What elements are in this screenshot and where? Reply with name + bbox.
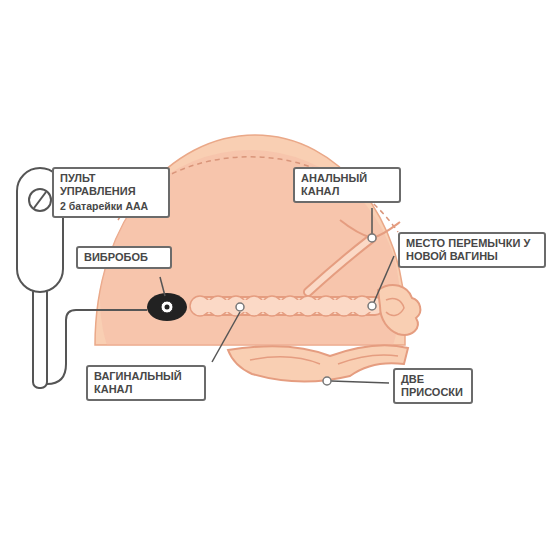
canal-core (194, 300, 382, 312)
callout-label: ВИБРОБОБ (84, 251, 164, 264)
vibro-bullet-center (161, 301, 173, 313)
leader-lines (160, 208, 394, 383)
callout-box: МЕСТО ПЕРЕМЫЧКИ У НОВОЙ ВАГИНЫ (398, 232, 546, 268)
callout-box: АНАЛЬНЫЙ КАНАЛ (293, 167, 401, 203)
callout-box: ВИБРОБОБ (76, 246, 172, 269)
callout-box: ВАГИНАЛЬНЫЙ КАНАЛ (86, 365, 206, 401)
anal-canal (308, 238, 372, 292)
callout-box: ПУЛЬТ УПРАВЛЕНИЯ 2 батарейки ААА (52, 167, 170, 218)
vibro-bullet-dot (165, 305, 170, 310)
suction-cup-rims (250, 355, 398, 364)
labia (378, 285, 420, 335)
vaginal-canal (190, 296, 384, 316)
callout-box: ДВЕ ПРИСОСКИ (393, 368, 473, 404)
callout-label: МЕСТО ПЕРЕМЫЧКИ У НОВОЙ ВАГИНЫ (406, 237, 538, 263)
callout-label: АНАЛЬНЫЙ КАНАЛ (301, 172, 393, 198)
vibro-bullet (147, 293, 187, 321)
remote-handle (33, 286, 47, 388)
labia-inner (386, 298, 404, 315)
callout-label: ДВЕ ПРИСОСКИ (401, 373, 465, 399)
callout-label: ПУЛЬТ УПРАВЛЕНИЯ (60, 172, 162, 198)
canal-tube (192, 297, 384, 315)
anal-canal-inner (308, 238, 372, 292)
callout-label: 2 батарейки ААА (60, 200, 162, 213)
suction-cups (228, 345, 408, 381)
remote-button-mark (34, 192, 46, 208)
callout-label: ВАГИНАЛЬНЫЙ КАНАЛ (94, 370, 198, 396)
leader-dots (236, 234, 376, 385)
remote-button (29, 189, 51, 211)
